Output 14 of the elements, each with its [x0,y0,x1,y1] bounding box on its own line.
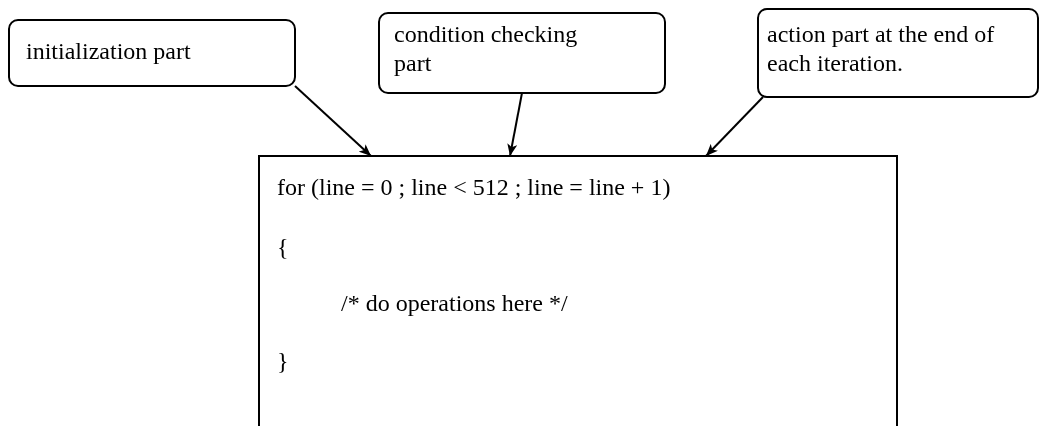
callout-text: condition checking part [394,20,579,78]
leader-arrow [294,85,372,157]
leader-arrow [705,96,764,157]
code-line: for (line = 0 ; line < 512 ; line = line + 1) [277,173,671,201]
leader-arrow [507,92,523,157]
callout-text: action part at the end of each iteration. [767,20,996,78]
callout-text: initialization part [26,37,192,66]
code-line: { [277,233,289,261]
callout-box [378,12,666,94]
callout-box [757,8,1039,98]
callout-box [8,19,296,87]
code-line: /* do operations here */ [341,289,568,317]
code-box [258,155,898,426]
code-line: } [277,347,289,375]
